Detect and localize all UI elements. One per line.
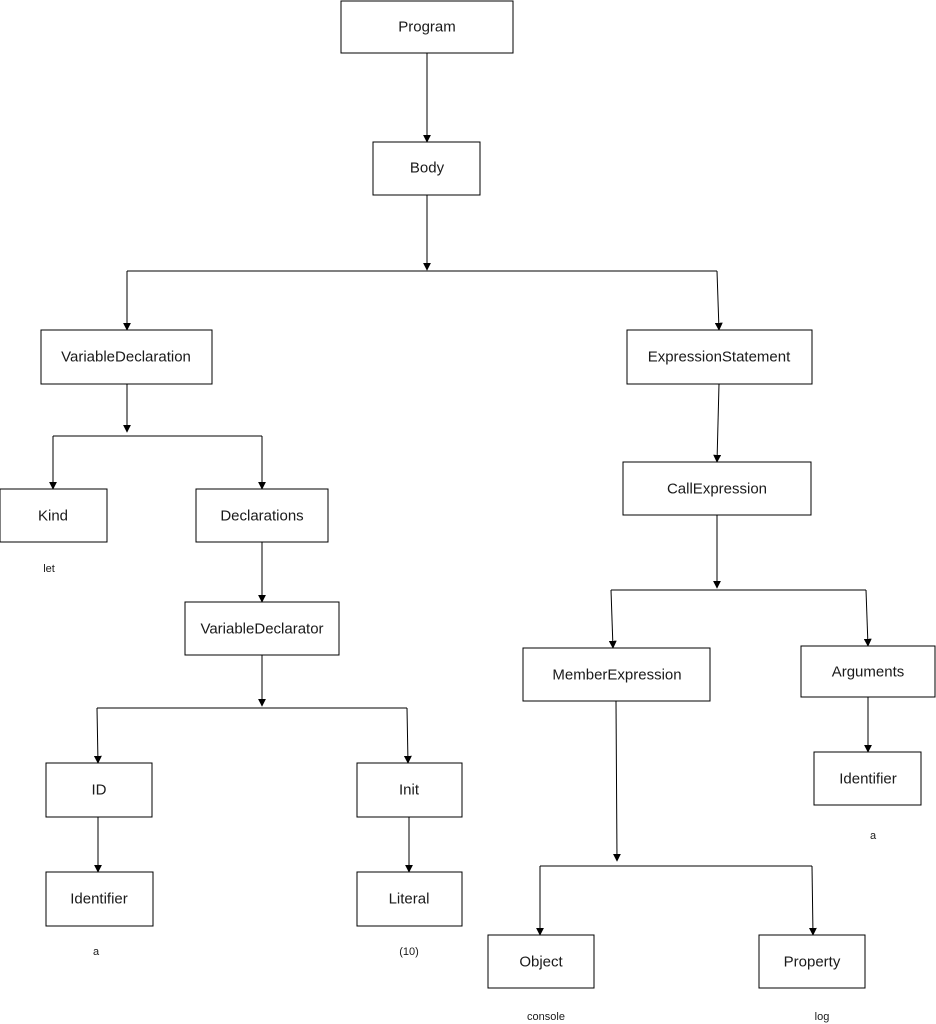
node-arguments-identifier-label: Identifier [839, 771, 897, 788]
node-declarations: Declarations [195, 488, 329, 543]
node-member-expression-label: MemberExpression [552, 667, 681, 684]
edge-variable-declarator-init [403, 707, 412, 764]
edge-expression-statement-call-expression [713, 383, 722, 463]
node-expression-statement: ExpressionStatement [626, 329, 813, 385]
object-value-note: console [527, 1011, 565, 1023]
arguments-identifier-value-note: a [870, 830, 877, 842]
edge-variable-declarator-id [93, 707, 102, 764]
node-program-label: Program [398, 19, 456, 36]
id-identifier-value-note: a [93, 946, 100, 958]
node-literal: Literal [356, 871, 463, 927]
node-variable-declaration-label: VariableDeclaration [61, 349, 191, 366]
edge-call-expression-arguments [863, 589, 872, 647]
node-declarations-label: Declarations [220, 508, 303, 525]
node-property: Property [758, 934, 866, 989]
node-id-identifier: Identifier [45, 871, 154, 927]
literal-value-note: (10) [399, 946, 419, 958]
edge-member-expression-branch [612, 700, 621, 862]
edges [49, 53, 872, 936]
node-arguments: Arguments [800, 645, 936, 698]
edge-body-expression-statement [714, 270, 723, 331]
node-init-label: Init [399, 782, 420, 799]
node-variable-declarator-label: VariableDeclarator [200, 621, 323, 638]
node-init: Init [356, 762, 463, 818]
node-id: ID [45, 762, 153, 818]
node-property-label: Property [784, 954, 841, 971]
node-body: Body [372, 141, 481, 196]
node-id-label: ID [92, 782, 107, 799]
property-value-note: log [815, 1011, 830, 1023]
node-variable-declarator: VariableDeclarator [184, 601, 340, 656]
node-variable-declaration: VariableDeclaration [40, 329, 213, 385]
node-literal-label: Literal [389, 891, 430, 908]
node-kind: Kind [0, 488, 108, 543]
kind-value-note: let [43, 563, 55, 575]
node-call-expression-label: CallExpression [667, 481, 767, 498]
node-body-label: Body [410, 160, 445, 177]
node-arguments-label: Arguments [832, 664, 905, 681]
node-call-expression: CallExpression [622, 461, 812, 516]
node-object: Object [487, 934, 595, 989]
node-arguments-identifier: Identifier [813, 751, 922, 806]
node-kind-label: Kind [38, 508, 68, 525]
node-id-identifier-label: Identifier [70, 891, 128, 908]
edge-member-expression-property [808, 865, 817, 936]
node-member-expression: MemberExpression [522, 647, 711, 702]
node-program: Program [340, 0, 514, 54]
node-object-label: Object [519, 954, 563, 971]
edge-call-expression-member-expression [608, 589, 617, 649]
node-expression-statement-label: ExpressionStatement [648, 349, 791, 366]
